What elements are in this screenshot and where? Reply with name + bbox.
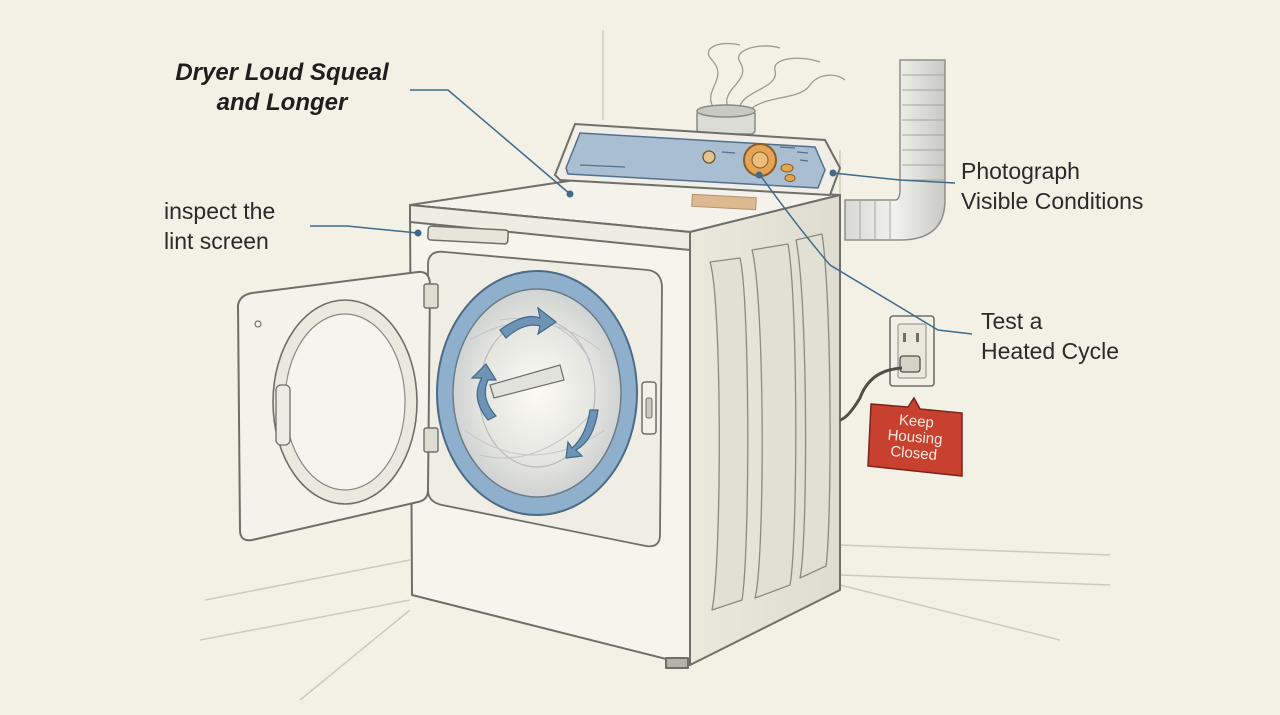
title-line-2: and Longer (216, 89, 348, 116)
top-label-sticker (691, 193, 757, 211)
callout-lint-line-1: inspect the (164, 198, 276, 224)
steam-wisps (707, 42, 846, 111)
vent-duct (844, 59, 946, 241)
title-line-1: Dryer Loud Squeal (175, 59, 389, 86)
leader-photo (832, 172, 956, 184)
open-door[interactable] (236, 270, 439, 542)
callout-test-line-1: Test a (981, 308, 1043, 334)
indicator-light (780, 163, 794, 173)
leader-lines (310, 89, 973, 335)
callout-test-cycle: Test a Heated Cycle (981, 306, 1119, 366)
control-button[interactable] (702, 150, 716, 164)
leader-lint (310, 225, 419, 234)
callout-photo-line-1: Photograph (961, 158, 1080, 184)
callout-lint-line-2: lint screen (164, 228, 269, 254)
wall-outlet (839, 315, 935, 422)
callout-test-line-2: Heated Cycle (981, 338, 1120, 364)
drum-opening (436, 270, 638, 516)
power-plug[interactable] (899, 355, 921, 373)
leader-title (410, 89, 571, 195)
rotation-arrows-icon (470, 306, 599, 459)
door-hinge-top (423, 283, 439, 309)
warning-tag (867, 396, 963, 477)
callout-photo-line-2: Visible Conditions (961, 188, 1144, 214)
callout-lint-screen: inspect the lint screen (164, 196, 275, 256)
callout-photograph: Photograph Visible Conditions (961, 156, 1143, 216)
warning-tag-text: Keep Housing Closed (871, 410, 959, 465)
leader-test (759, 174, 973, 335)
door-hinge-bottom (423, 427, 439, 453)
diagram-title: Dryer Loud Squeal and Longer (158, 58, 406, 118)
lint-screen-slot[interactable] (427, 225, 509, 245)
top-vent-collar (696, 104, 756, 135)
